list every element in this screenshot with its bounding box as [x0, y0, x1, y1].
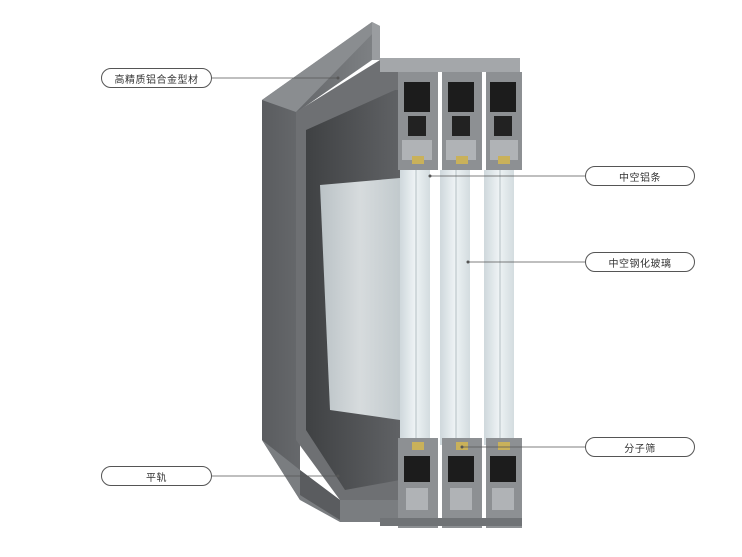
bottom-sill-edge [300, 470, 340, 520]
spacer-bar-top-2 [456, 156, 468, 164]
top-profiles [380, 58, 522, 170]
callout-flat-rail: 平轨 [101, 466, 212, 486]
glass-pane-rear [320, 178, 400, 420]
glass-pane-2 [440, 170, 470, 445]
glass-pane-1 [400, 170, 430, 445]
callout-spacer-bar: 中空铝条 [585, 166, 695, 186]
glass-pane-3 [484, 170, 514, 445]
outer-frame-left-face [262, 22, 372, 500]
callout-lines [212, 77, 585, 477]
callout-tempered-glass: 中空钢化玻璃 [585, 252, 695, 272]
outer-frame-top-face [262, 22, 380, 112]
bottom-sill [262, 440, 400, 522]
sieve-bottom-1 [412, 442, 424, 450]
spacer-bar-top-1 [412, 156, 424, 164]
spacer-bar-top-3 [498, 156, 510, 164]
callout-molecular-sieve: 分子筛 [585, 437, 695, 457]
bottom-profiles [380, 438, 522, 528]
callout-dots [336, 76, 470, 478]
top-cap [372, 22, 380, 60]
sieve-bottom-3 [498, 442, 510, 450]
callout-aluminum-profile: 高精质铝合金型材 [101, 68, 212, 88]
